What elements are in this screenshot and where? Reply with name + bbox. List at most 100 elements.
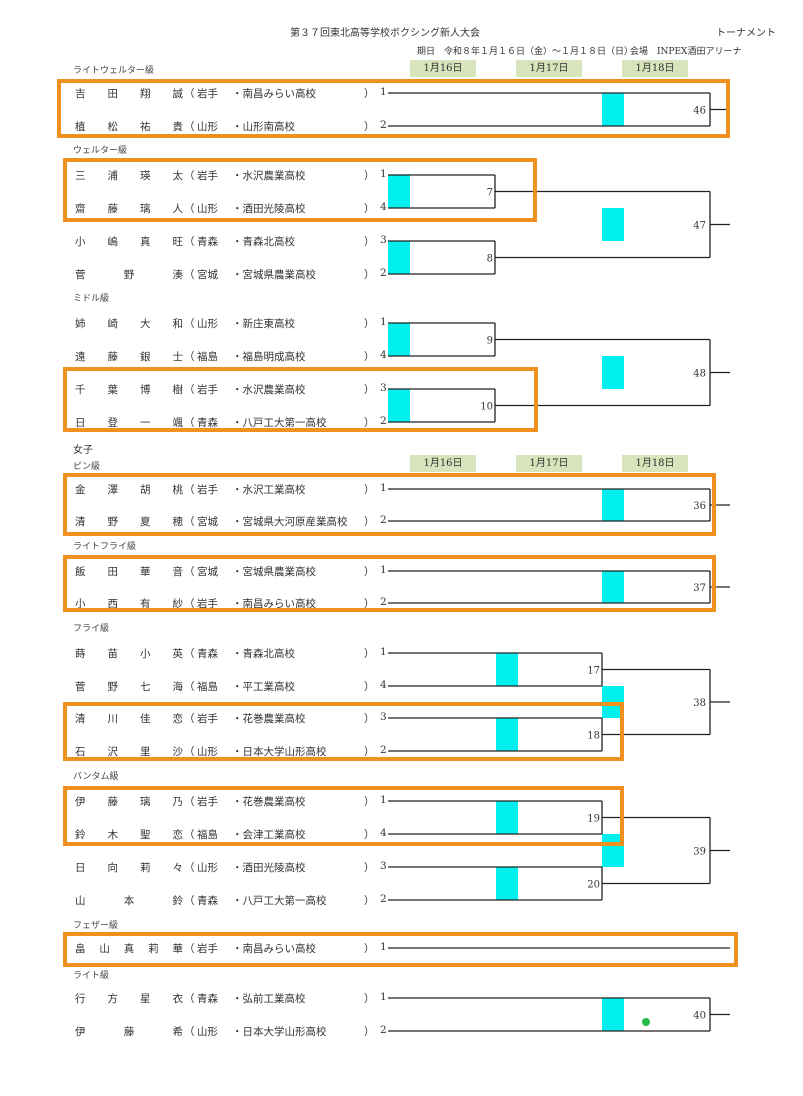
close-paren: ） xyxy=(364,862,375,874)
draw-number: 1 xyxy=(380,794,387,806)
player-name: 伊藤希 xyxy=(75,1026,183,1038)
close-paren: ） xyxy=(364,318,375,330)
player-school: ・山形南高校 xyxy=(232,121,295,133)
player-school: ・平工業高校 xyxy=(232,681,295,693)
player-school: ・会津工業高校 xyxy=(232,829,306,841)
close-paren: ） xyxy=(364,121,375,133)
open-paren: （ xyxy=(184,318,195,330)
match-number: 48 xyxy=(693,369,706,380)
close-paren: ） xyxy=(364,895,375,907)
close-paren: ） xyxy=(364,993,375,1005)
player-row: 日向莉々（山形・酒田光陵高校）3 xyxy=(0,860,390,876)
player-prefecture: 岩手 xyxy=(197,598,218,610)
draw-number: 4 xyxy=(380,201,387,213)
event-venue: 会場 INPEX酒田アリーナ xyxy=(630,47,742,57)
player-name: 清川佳恋 xyxy=(75,713,183,725)
player-row: 伊藤璃乃（岩手・花巻農業高校）1 xyxy=(0,794,390,810)
highlight-box xyxy=(63,473,716,536)
player-school: ・日本大学山形高校 xyxy=(232,1026,327,1038)
match-number: 9 xyxy=(487,336,493,347)
weight-class-label: フライ級 xyxy=(73,624,110,634)
close-paren: ） xyxy=(364,203,375,215)
draw-number: 1 xyxy=(380,86,387,98)
win-marker xyxy=(388,241,410,274)
player-row: 菅野七海（福島・平工業高校）4 xyxy=(0,679,390,695)
player-row: 姉崎大和（山形・新庄東高校）1 xyxy=(0,316,390,332)
player-name: 清野夏穂 xyxy=(75,516,183,528)
player-name: 鈴木聖恋 xyxy=(75,829,183,841)
player-name: 菅野湊 xyxy=(75,269,183,281)
open-paren: （ xyxy=(184,516,195,528)
player-prefecture: 山形 xyxy=(197,203,218,215)
player-school: ・福島明成高校 xyxy=(232,351,306,363)
player-row: 小嶋真旺（青森・青森北高校）3 xyxy=(0,234,390,250)
player-name: 金澤胡桃 xyxy=(75,484,183,496)
player-prefecture: 青森 xyxy=(197,895,218,907)
match-number: 36 xyxy=(693,501,706,512)
player-name: 姉崎大和 xyxy=(75,318,183,330)
player-prefecture: 岩手 xyxy=(197,713,218,725)
highlight-box xyxy=(63,555,716,612)
player-school: ・南昌みらい高校 xyxy=(232,88,316,100)
player-prefecture: 福島 xyxy=(197,351,218,363)
open-paren: （ xyxy=(184,862,195,874)
player-row: 小西有紗（岩手・南昌みらい高校）2 xyxy=(0,596,390,612)
close-paren: ） xyxy=(364,681,375,693)
document-title: 第３７回東北高等学校ボクシング新人大会 xyxy=(290,28,480,39)
draw-number: 3 xyxy=(380,860,387,872)
open-paren: （ xyxy=(184,384,195,396)
player-name: 行方星衣 xyxy=(75,993,183,1005)
draw-number: 1 xyxy=(380,168,387,180)
close-paren: ） xyxy=(364,796,375,808)
player-prefecture: 山形 xyxy=(197,1026,218,1038)
highlight-box xyxy=(63,367,538,432)
player-name: 石沢里沙 xyxy=(75,746,183,758)
win-marker xyxy=(496,801,518,834)
match-number: 40 xyxy=(693,1011,706,1022)
draw-number: 4 xyxy=(380,349,387,361)
weight-class-label: ライトフライ級 xyxy=(73,542,137,552)
player-school: ・宮城県大河原産業高校 xyxy=(232,516,348,528)
open-paren: （ xyxy=(184,269,195,281)
player-row: 清川佳恋（岩手・花巻農業高校）3 xyxy=(0,711,390,727)
highlight-box xyxy=(63,932,738,967)
player-school: ・青森北高校 xyxy=(232,236,295,248)
player-row: 石沢里沙（山形・日本大学山形高校）2 xyxy=(0,744,390,760)
match-number: 46 xyxy=(693,106,706,117)
player-row: 千葉博樹（岩手・水沢農業高校）3 xyxy=(0,382,390,398)
player-school: ・弘前工業高校 xyxy=(232,993,306,1005)
draw-number: 2 xyxy=(380,596,387,608)
player-row: 清野夏穂（宮城・宮城県大河原産業高校）2 xyxy=(0,514,390,530)
player-name: 植松祐貴 xyxy=(75,121,183,133)
player-name: 飯田華音 xyxy=(75,566,183,578)
match-number: 39 xyxy=(693,847,706,858)
player-name: 小西有紗 xyxy=(75,598,183,610)
player-school: ・南昌みらい高校 xyxy=(232,598,316,610)
win-marker xyxy=(602,489,624,521)
open-paren: （ xyxy=(184,648,195,660)
player-prefecture: 福島 xyxy=(197,829,218,841)
draw-number: 3 xyxy=(380,711,387,723)
player-name: 日向莉々 xyxy=(75,862,183,874)
player-name: 日登一颯 xyxy=(75,417,183,429)
win-marker xyxy=(496,718,518,751)
player-prefecture: 青森 xyxy=(197,648,218,660)
player-school: ・日本大学山形高校 xyxy=(232,746,327,758)
player-school: ・水沢工業高校 xyxy=(232,484,306,496)
close-paren: ） xyxy=(364,746,375,758)
draw-number: 2 xyxy=(380,267,387,279)
match-number: 38 xyxy=(693,698,706,709)
player-name: 畠山真莉華 xyxy=(75,943,183,955)
player-prefecture: 山形 xyxy=(197,318,218,330)
player-prefecture: 青森 xyxy=(197,236,218,248)
match-number: 20 xyxy=(587,880,600,891)
player-row: 山本鈴（青森・八戸工大第一高校）2 xyxy=(0,893,390,909)
open-paren: （ xyxy=(184,121,195,133)
close-paren: ） xyxy=(364,713,375,725)
player-school: ・南昌みらい高校 xyxy=(232,943,316,955)
player-prefecture: 宮城 xyxy=(197,516,218,528)
player-prefecture: 福島 xyxy=(197,681,218,693)
draw-number: 1 xyxy=(380,316,387,328)
player-row: 蒔苗小英（青森・青森北高校）1 xyxy=(0,646,390,662)
